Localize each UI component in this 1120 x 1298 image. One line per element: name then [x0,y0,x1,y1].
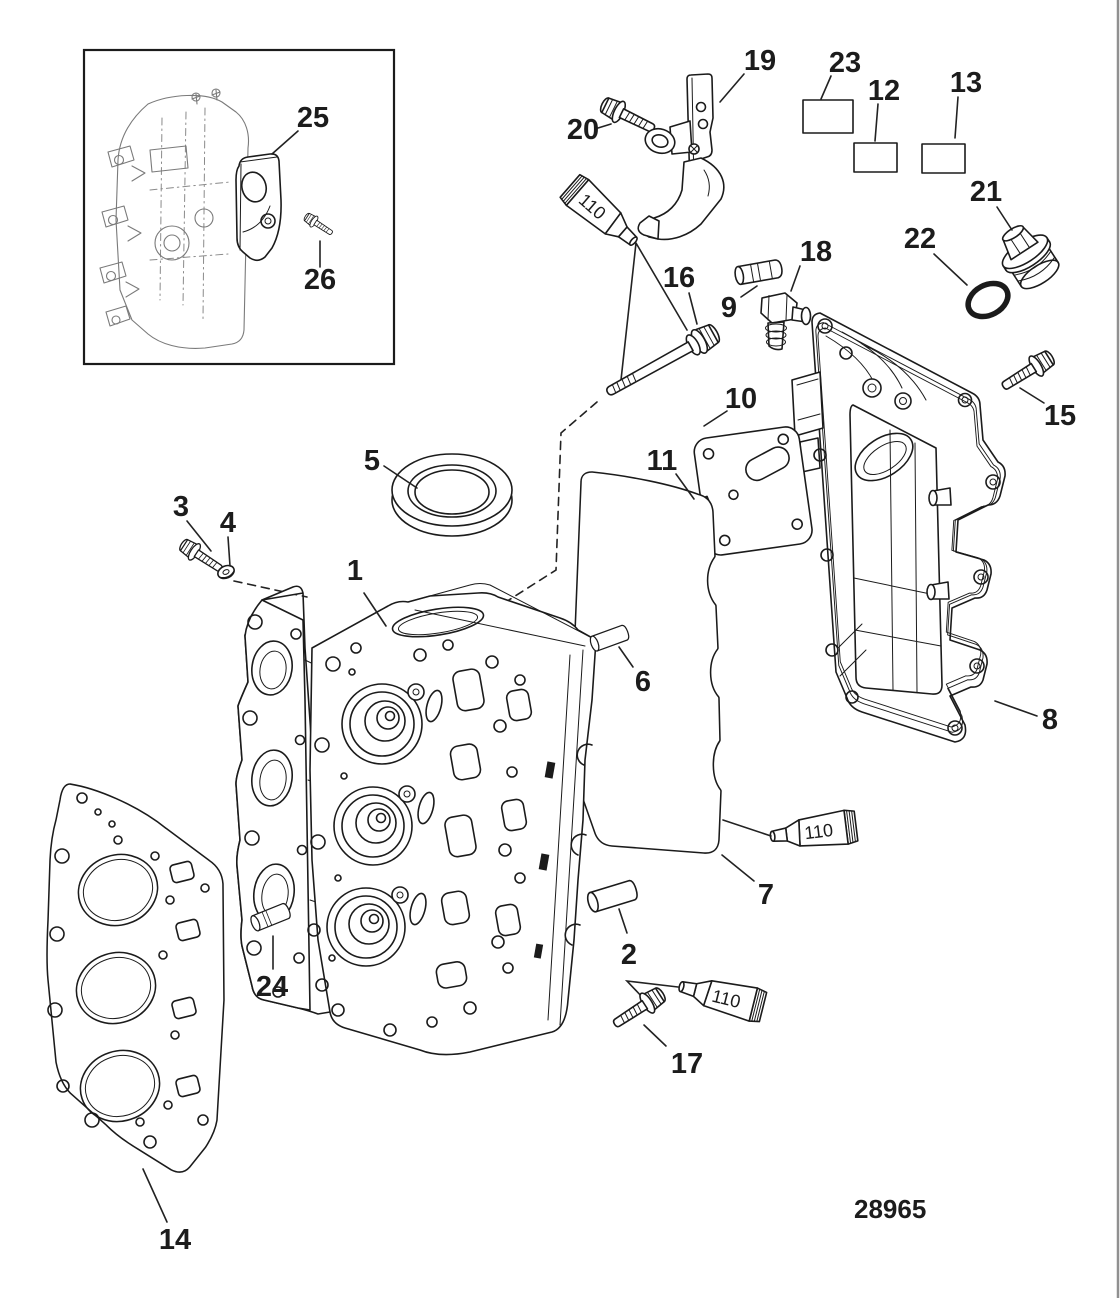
sealant-tube-top: 110 [558,172,648,257]
head-bolt-holes [307,639,526,1037]
callout-9: 9 [721,292,737,324]
callout-14: 14 [159,1224,191,1256]
leader-line-18 [790,265,801,292]
callout-13: 13 [950,67,982,99]
part-16-bolt [606,323,721,396]
callout-12: 12 [868,75,900,107]
callout-23: 23 [829,47,861,79]
sealant-pointer-lines-bottom [624,979,679,1000]
callout-26: 26 [304,264,336,296]
leader-line-5 [383,465,418,489]
callout-15: 15 [1044,400,1076,432]
leader-line-20 [597,123,612,129]
callout-3: 3 [173,491,189,523]
leader-line-22 [933,253,968,286]
callout-2: 2 [621,939,637,971]
part-15-bolt [996,345,1059,398]
part-14-head-gasket [46,783,225,1173]
leader-line-1 [363,592,387,627]
callout-8: 8 [1042,704,1058,736]
callout-4: 4 [220,507,236,539]
part-4-washer [217,564,235,580]
callout-18: 18 [800,236,832,268]
callout-21: 21 [970,176,1002,208]
leader-line-17 [643,1024,667,1047]
drawing-number: 28965 [854,1194,926,1224]
callout-6: 6 [635,666,651,698]
part-19-bracket [637,73,725,241]
leader-line-6 [618,646,634,668]
leader-line-15 [1019,387,1045,404]
part-5-seal [391,453,513,537]
leader-line-2 [618,908,628,934]
leader-line-11 [675,473,695,500]
callout-25: 25 [297,102,329,134]
callout-1: 1 [347,555,363,587]
part-10-plate [693,426,813,556]
part-22-o-ring [965,280,1011,320]
leader-line-23 [820,75,832,100]
reference-engine-ghost [99,88,250,349]
callout-24: 24 [256,971,288,1003]
leader-line-13 [954,96,959,139]
part-21-screw-plug [1001,224,1060,290]
callout-19: 19 [744,45,776,77]
assembly-dashed-line [489,401,598,613]
leader-line-21 [996,206,1013,231]
part-13-decal [921,143,966,174]
sealant-pointer-line-right [722,819,772,837]
sealant-tube-right: 110 [767,808,859,855]
leader-line-9 [740,285,758,298]
leader-line-10 [703,410,728,427]
part-2-dowel [586,879,638,913]
gasket-holes [47,792,210,1149]
part-8-cylinder-head-cover [791,312,1006,743]
part-12-decal [853,142,898,173]
leader-line-12 [874,103,879,142]
leader-line-3 [186,520,212,552]
callout-5: 5 [364,445,380,477]
callout-17: 17 [671,1048,703,1080]
leader-line-19 [719,73,745,103]
part-1-cylinder-head [235,583,597,1056]
leader-line-16 [688,292,698,325]
callout-7: 7 [758,879,774,911]
leader-line-8 [994,700,1038,717]
part-24-dowel [250,902,291,932]
callout-10: 10 [725,383,757,415]
leader-line-14 [142,1168,168,1223]
part-23-decal [802,99,854,134]
callout-22: 22 [904,223,936,255]
sealant-tube-right-label: 110 [803,820,834,843]
leader-line-7 [721,854,755,882]
inset-reference-box [82,48,396,366]
callout-11: 11 [647,445,678,477]
sealant-tube-bottom: 110 [674,968,768,1025]
callout-20: 20 [567,114,599,146]
combustion-chambers [326,683,425,967]
part-9-fitting [734,259,783,286]
part-6-dowel [589,624,630,652]
callout-16: 16 [663,262,695,294]
part-18-elbow-fitting [760,292,812,351]
part-25-cover-plate [235,153,282,262]
leader-line-25 [271,130,299,155]
sealant-pointer-lines-top [620,242,688,381]
leader-line-4 [227,536,231,567]
part-17-bolt [607,982,670,1035]
